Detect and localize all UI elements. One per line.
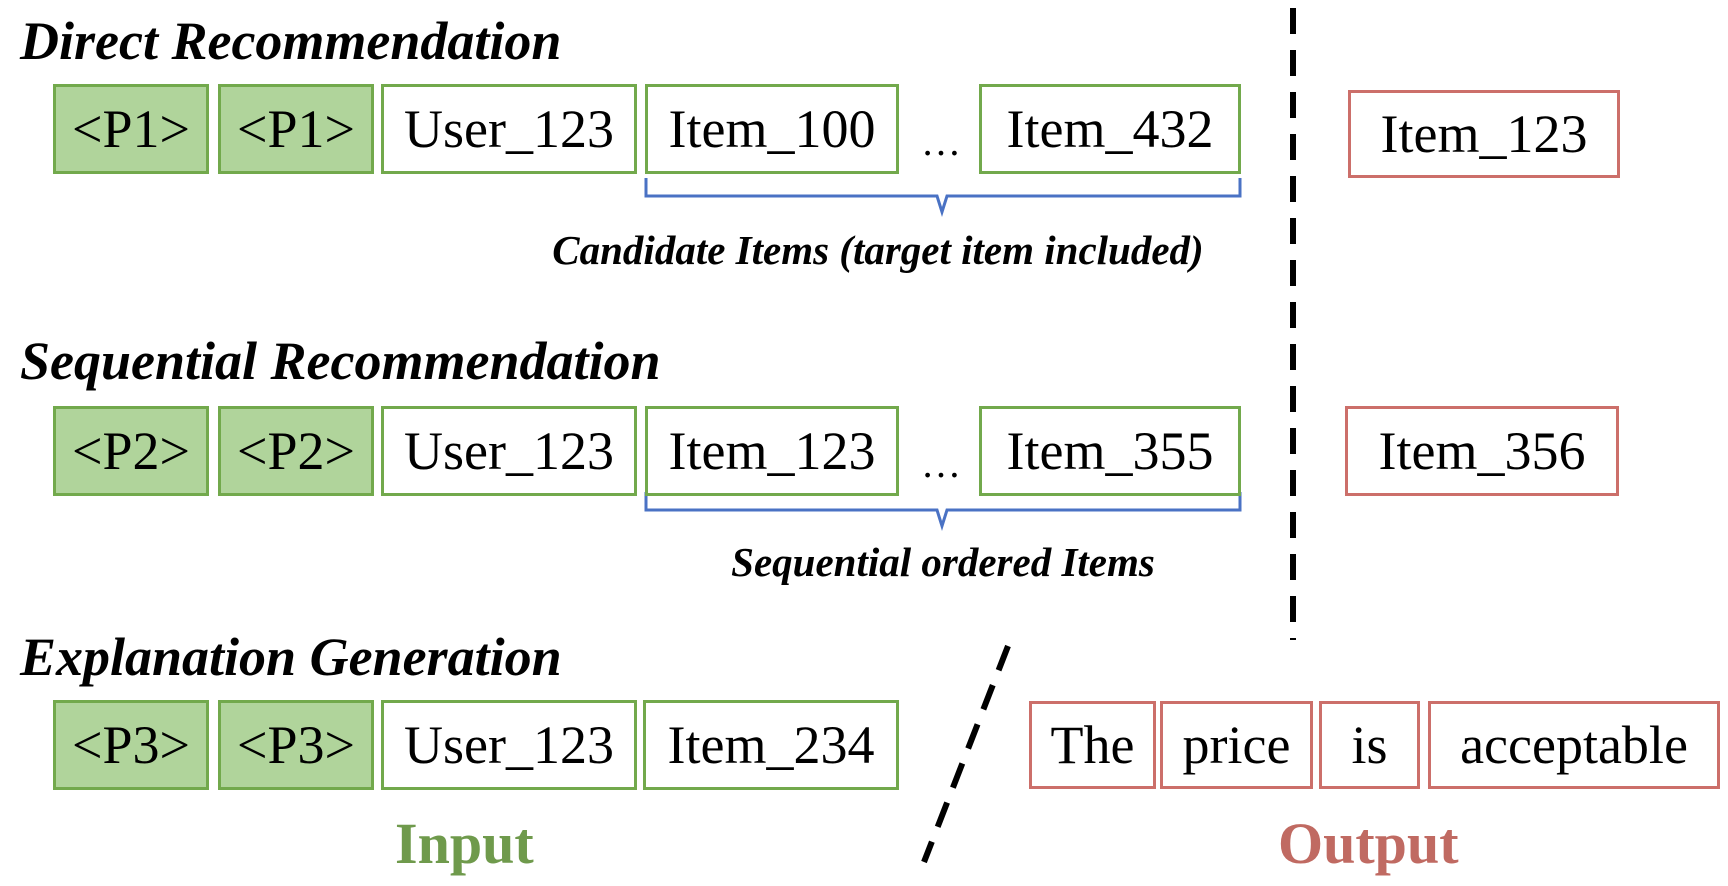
candidate-items-brace — [644, 178, 1242, 218]
user-token: User_123 — [381, 406, 637, 496]
item-token: Item_432 — [979, 84, 1241, 174]
input-label: Input — [395, 811, 534, 876]
prompt-token: <P1> — [53, 84, 209, 174]
output-word-token: The — [1029, 701, 1156, 789]
prompt-token: <P2> — [53, 406, 209, 496]
item-token: Item_123 — [645, 406, 899, 496]
output-word-token: price — [1160, 701, 1313, 789]
item-token: Item_355 — [979, 406, 1241, 496]
prompt-token: <P2> — [218, 406, 374, 496]
sequential-items-brace — [644, 492, 1242, 532]
prompt-token: <P3> — [218, 700, 374, 790]
candidate-items-label: Candidate Items (target item included) — [552, 227, 1204, 273]
output-token: Item_123 — [1348, 90, 1620, 178]
user-token: User_123 — [381, 84, 637, 174]
diagonal-divider — [921, 644, 1011, 864]
ellipsis: … — [921, 119, 961, 164]
output-word-token: is — [1319, 701, 1420, 789]
sequential-recommendation-heading: Sequential Recommendation — [20, 331, 661, 391]
item-token: Item_234 — [643, 700, 899, 790]
sequential-items-label: Sequential ordered Items — [731, 539, 1155, 585]
direct-recommendation-heading: Direct Recommendation — [20, 11, 562, 71]
output-label: Output — [1278, 811, 1459, 876]
prompt-token: <P3> — [53, 700, 209, 790]
item-token: Item_100 — [645, 84, 899, 174]
output-word-token: acceptable — [1428, 701, 1720, 789]
output-token: Item_356 — [1345, 406, 1619, 496]
explanation-generation-heading: Explanation Generation — [20, 627, 562, 687]
user-token: User_123 — [381, 700, 637, 790]
prompt-token: <P1> — [218, 84, 374, 174]
ellipsis: … — [921, 441, 961, 486]
